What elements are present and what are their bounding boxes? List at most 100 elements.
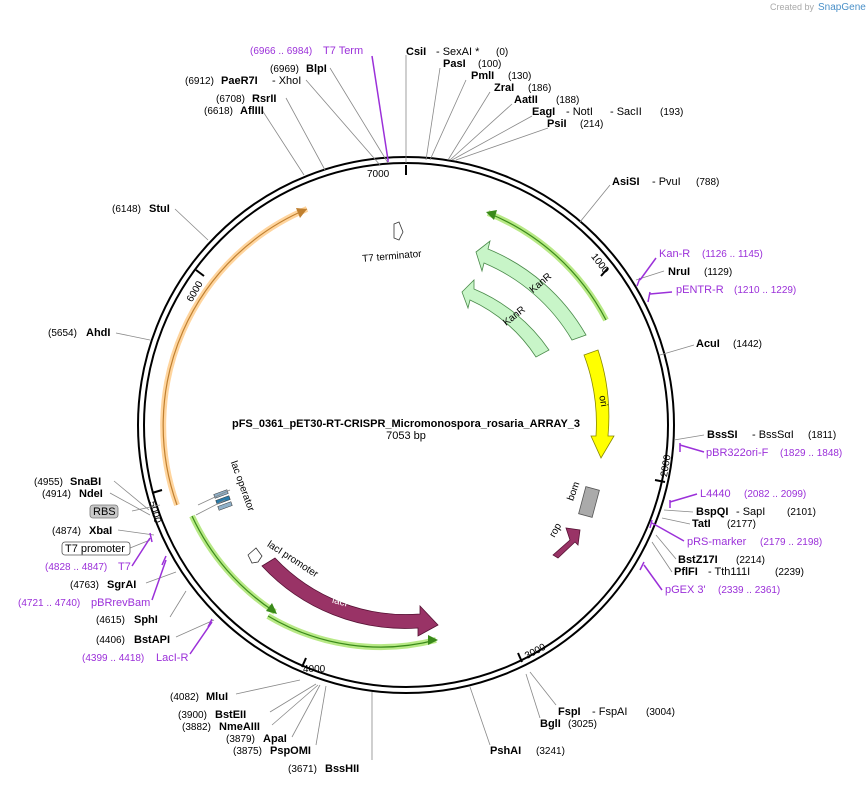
primer-pgex: pGEX 3' <box>665 584 706 596</box>
primer-pbr322-range: (1829 .. 1848) <box>780 448 842 459</box>
orange-band-arrowhead <box>296 208 307 218</box>
enzyme-apai-pos: (3879) <box>226 734 255 745</box>
primer-prs-range: (2179 .. 2198) <box>760 537 822 548</box>
laci-arrow[interactable] <box>261 557 439 637</box>
enzyme-nmeaiii-pos: (3882) <box>182 722 211 733</box>
primer-pgex-range: (2339 .. 2361) <box>718 585 780 596</box>
enzyme-ndei-pos: (4914) <box>42 489 71 500</box>
tick-label-5000: 5000 <box>146 500 162 525</box>
primer-kanr-range: (1126 .. 1145) <box>702 249 763 260</box>
enzyme-psii: PsiI <box>547 118 567 130</box>
enzyme-nmeaiii: NmeAIII <box>219 721 260 733</box>
enzyme-eagi-pos: (193) <box>660 107 683 118</box>
enzyme-pspomi-pos: (3875) <box>233 746 262 757</box>
tick-label-7000: 7000 <box>367 169 390 180</box>
enzyme-eagi-suffix2: - SacII <box>610 106 642 118</box>
enzyme-bspqi: BspQI <box>696 506 728 518</box>
enzyme-bgli: BglI <box>540 718 561 730</box>
enzyme-zrai-pos: (186) <box>528 83 551 94</box>
tick-label-1000: 1000 <box>588 252 611 277</box>
t7-terminator-label: T7 terminator <box>362 249 423 265</box>
tick-4000 <box>301 657 307 668</box>
rbs-label: RBS <box>93 506 116 518</box>
primer-t7: T7 <box>118 561 131 573</box>
lac-operator-box-3[interactable] <box>217 501 233 511</box>
orange-band-line <box>162 208 308 506</box>
primer-pbrrev-range: (4721 .. 4740) <box>18 598 80 609</box>
enzyme-paer7i: PaeR7I <box>221 75 258 87</box>
rop-arrow[interactable] <box>552 527 581 559</box>
enzyme-bsteii: BstEII <box>215 709 246 721</box>
primer-pentr: pENTR-R <box>676 284 724 296</box>
enzyme-bstapi-pos: (4406) <box>96 635 125 646</box>
green-band-lower-2-line <box>267 615 437 648</box>
enzyme-bgli-pos: (3025) <box>568 719 597 730</box>
enzyme-pflfi: PflFI <box>674 566 698 578</box>
enzyme-mlui-pos: (4082) <box>170 692 199 703</box>
enzyme-stui-pos: (6148) <box>112 204 141 215</box>
primer-lacir: LacI-R <box>156 652 188 664</box>
tick-6000 <box>195 269 205 277</box>
rop-label: rop <box>547 521 564 539</box>
enzyme-rsrii-pos: (6708) <box>216 94 245 105</box>
green-band-lower-1-arrowhead <box>266 603 277 614</box>
green-band-lower-1-line <box>191 515 276 613</box>
kanr-arrow-1[interactable] <box>475 239 587 341</box>
enzyme-csii-suffix: - SexAI * <box>436 46 480 58</box>
tick-2000 <box>654 479 666 483</box>
snapgene-brand: SnapGene <box>818 2 866 13</box>
enzyme-paer7i-suffix: - XhoI <box>272 75 301 87</box>
enzyme-bsteii-pos: (3900) <box>178 710 207 721</box>
t7-promoter-box[interactable] <box>61 541 131 556</box>
lac-operator-box-2[interactable] <box>215 495 231 505</box>
enzyme-snabi-pos: (4955) <box>34 477 63 488</box>
enzyme-ndei: NdeI <box>79 488 103 500</box>
enzyme-bsshii: BssHII <box>325 763 359 775</box>
green-band-lower-1[interactable] <box>189 514 277 615</box>
laci-promoter-arrow[interactable] <box>247 547 263 564</box>
enzyme-bstapi: BstAPI <box>134 634 170 646</box>
leader-lines <box>109 55 705 760</box>
enzyme-pasi: PasI <box>443 58 466 70</box>
enzyme-pasi-pos: (100) <box>478 59 501 70</box>
enzyme-xbai: XbaI <box>89 525 112 537</box>
enzyme-aatii-pos: (188) <box>556 95 579 106</box>
enzyme-eagi: EagI <box>532 106 555 118</box>
enzyme-asisi-pos: (788) <box>696 177 719 188</box>
enzyme-snabi: SnaBI <box>70 476 101 488</box>
enzyme-fspi-suffix: - FspAI <box>592 706 627 718</box>
primer-l4440-range: (2082 .. 2099) <box>744 489 806 500</box>
enzyme-pflfi-suffix: - Tth111I <box>708 566 750 578</box>
enzyme-bsssi: BssSI <box>707 429 738 441</box>
enzyme-sphi: SphI <box>134 614 158 626</box>
primer-kanr: Kan-R <box>659 248 690 260</box>
enzyme-asisi-suffix: - PvuI <box>652 176 681 188</box>
enzyme-tati-pos: (2177) <box>727 519 756 530</box>
ori-arrow[interactable] <box>583 349 615 459</box>
primer-l4440: L4440 <box>700 488 731 500</box>
rbs-box[interactable] <box>89 504 119 519</box>
enzyme-pshai-pos: (3241) <box>536 746 565 757</box>
primer-pentr-range: (1210 .. 1229) <box>734 285 796 296</box>
t7-terminator-arrow[interactable] <box>393 221 404 241</box>
green-band-lower-2-arrowhead <box>428 635 438 645</box>
kanr-arrow-2[interactable] <box>461 279 550 358</box>
primer-marks <box>131 55 705 655</box>
enzyme-ahdi: AhdI <box>86 327 110 339</box>
enzyme-bsshii-pos: (3671) <box>288 764 317 775</box>
enzyme-blpi-pos: (6969) <box>270 64 299 75</box>
enzyme-nrui: NruI <box>668 266 690 278</box>
primer-t7-range: (4828 .. 4847) <box>45 562 107 573</box>
enzyme-acui-pos: (1442) <box>733 339 762 350</box>
enzyme-bspqi-pos: (2101) <box>787 507 816 518</box>
enzyme-fspi: FspI <box>558 706 581 718</box>
bom-feature[interactable] <box>578 486 600 518</box>
tick-label-4000: 4000 <box>303 664 326 675</box>
enzyme-eagi-suffix: - NotI <box>566 106 593 118</box>
enzyme-sgrai: SgrAI <box>107 579 136 591</box>
enzyme-bsssi-suffix: - BssSαI <box>752 429 794 441</box>
enzyme-sgrai-pos: (4763) <box>70 580 99 591</box>
primer-t7term: T7 Term <box>323 45 363 57</box>
enzyme-bspqi-suffix: - SapI <box>736 506 765 518</box>
enzyme-fspi-pos: (3004) <box>646 707 675 718</box>
